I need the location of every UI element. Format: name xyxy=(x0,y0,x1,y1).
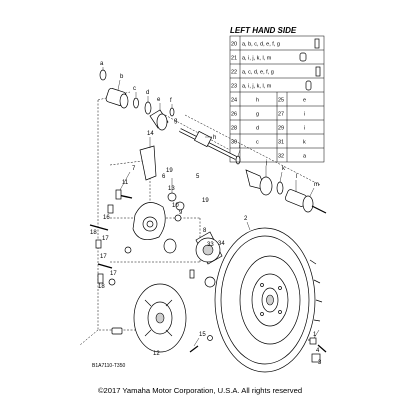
callout-19a: 19 xyxy=(166,168,173,174)
wheel-hub xyxy=(189,231,223,288)
callout-17b: 17 xyxy=(100,254,107,260)
callout-8: 8 xyxy=(203,228,207,234)
brake-disc xyxy=(133,283,187,353)
callout-5: 5 xyxy=(196,174,200,180)
callout-4: 4 xyxy=(316,348,320,354)
steering-knuckle xyxy=(89,145,185,286)
callout-12: 12 xyxy=(153,351,160,357)
callout-b: b xyxy=(120,74,124,80)
callout-labels: a b c d e f g h i j k l m 1 2 3 4 5 6 7 … xyxy=(90,61,322,366)
table-row-number: 22 xyxy=(231,70,237,76)
diagram-code: B1A7110-T350 xyxy=(92,363,125,369)
callout-33: 33 xyxy=(207,242,214,248)
table-cell-number: 27 xyxy=(278,112,284,118)
callout-d: d xyxy=(146,90,149,96)
callout-m: m xyxy=(314,182,319,188)
callout-g: g xyxy=(174,118,177,124)
table-cell-letter: i xyxy=(304,126,305,132)
table-cell-letter: g xyxy=(256,112,259,118)
callout-17c: 17 xyxy=(110,271,117,277)
axle-shaft xyxy=(179,128,237,160)
callout-k: k xyxy=(282,166,286,172)
table-cell-number: 32 xyxy=(278,154,284,160)
callout-i: i xyxy=(239,144,240,150)
callout-16: 16 xyxy=(103,215,110,221)
table-row-letters: a, b, c, d, e, f, g xyxy=(242,42,280,48)
callout-18b: 18 xyxy=(98,284,105,290)
callout-9: 9 xyxy=(179,210,183,216)
table-row-letters: a, i, j, k, l, m xyxy=(242,84,272,90)
callout-f: f xyxy=(170,98,172,104)
callout-18a: 18 xyxy=(90,230,97,236)
callout-15: 15 xyxy=(199,332,206,338)
table-cell-letter: c xyxy=(256,140,259,146)
wheel-and-tire xyxy=(214,227,323,373)
table-cell-letter: d xyxy=(256,126,259,132)
callout-6: 6 xyxy=(162,174,166,180)
callout-3: 3 xyxy=(318,360,322,366)
table-row-number: 21 xyxy=(231,56,237,62)
table-part-icon xyxy=(299,38,321,91)
callout-13: 13 xyxy=(168,186,175,192)
callout-a: a xyxy=(100,61,104,67)
callout-c: c xyxy=(133,86,136,92)
table-cell-number: 29 xyxy=(278,126,284,132)
table-cell-number: 31 xyxy=(278,140,284,146)
table-cell-letter: h xyxy=(256,98,259,104)
table-row-letters: a, i, j, k, l, m xyxy=(242,56,272,62)
callout-e: e xyxy=(157,97,161,103)
leader-lines xyxy=(102,67,320,347)
callout-l: l xyxy=(296,174,297,180)
table-cell-letter: a xyxy=(303,154,307,160)
drive-shaft-assembly xyxy=(99,69,327,214)
callout-h: h xyxy=(213,135,216,141)
table-row-number: 20 xyxy=(231,42,237,48)
table-row-letters: a, c, d, e, f, g xyxy=(242,70,274,76)
callout-2: 2 xyxy=(244,216,248,222)
callout-14: 14 xyxy=(147,131,154,137)
callout-34: 34 xyxy=(218,241,225,247)
table-cell-letter: i xyxy=(304,112,305,118)
table-cell-number: 26 xyxy=(231,112,237,118)
table-cell-number: 24 xyxy=(231,98,237,104)
callout-j: j xyxy=(265,160,267,166)
callout-7: 7 xyxy=(132,166,136,172)
small-parts xyxy=(111,327,327,363)
table-cell-number: 30 xyxy=(231,140,237,146)
table-cell-number: 25 xyxy=(278,98,284,104)
reference-table-title: LEFT HAND SIDE xyxy=(230,26,297,35)
callout-19b: 19 xyxy=(202,198,209,204)
callout-11: 11 xyxy=(122,180,129,186)
callout-1: 1 xyxy=(313,332,317,338)
table-row-number: 23 xyxy=(231,84,237,90)
reference-table: LEFT HAND SIDE 20 a, b, c, d, e, f, g 21… xyxy=(229,26,325,163)
callout-10: 10 xyxy=(172,203,179,209)
callout-17a: 17 xyxy=(102,236,109,242)
table-cell-number: 28 xyxy=(231,126,237,132)
joint-b xyxy=(105,87,129,109)
table-cell-letter: k xyxy=(303,140,306,146)
table-cell-letter: e xyxy=(303,98,306,104)
copyright-footer: ©2017 Yamaha Motor Corporation, U.S.A. A… xyxy=(97,386,303,395)
